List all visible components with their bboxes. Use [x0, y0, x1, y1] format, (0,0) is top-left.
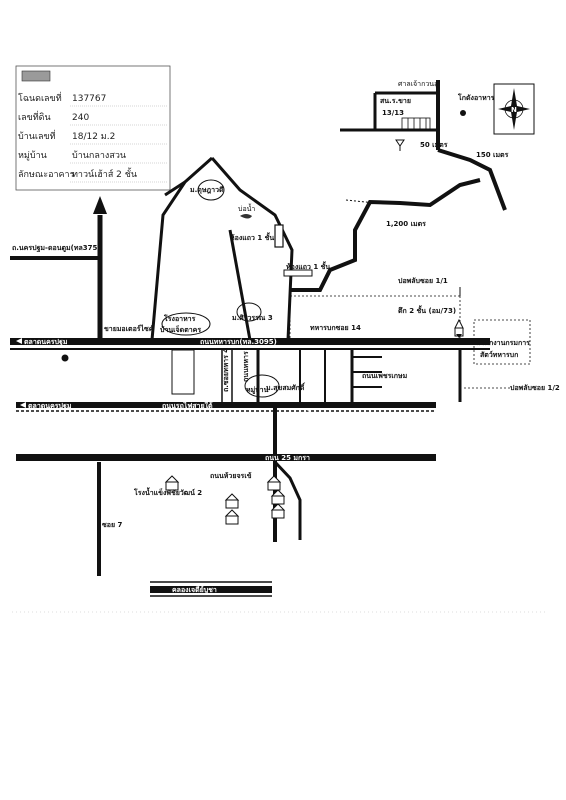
label-row1: ห้องแถว 1 ชั้น — [230, 231, 274, 242]
label-shop-no: 13/13 — [382, 109, 404, 117]
label-soi-1-2: ปอพลับซอย 1/2 — [510, 384, 560, 392]
row1-building — [274, 224, 284, 248]
pond-icon — [240, 214, 252, 219]
compass-n-label: N — [511, 106, 517, 114]
market2-arrow-icon — [20, 402, 26, 408]
north-arrow-icon — [93, 196, 107, 214]
moo-mid-circle — [236, 302, 262, 322]
label-canal: คลองเจดีย์บูชา — [172, 585, 217, 595]
label-market1: ตลาดนครปฐม — [24, 338, 68, 347]
compass-icon: N — [493, 83, 535, 135]
label-moo-top: ม.ดุษฎาวดี — [190, 186, 224, 194]
info-value-village: บ้านกลางสวน — [72, 150, 126, 161]
label-moo-mid: ม.ศิริวรรณ 3 — [232, 314, 273, 322]
village-bottom-circle — [244, 374, 280, 398]
info-label-land: เลขที่ดิน — [18, 110, 51, 123]
label-rail: ถนนรถไฟสายใต้ — [162, 401, 213, 410]
target-top-pin-icon — [460, 110, 466, 116]
label-soi-road-c: ถนนเพชรเกษม — [362, 372, 408, 380]
info-value-building: ทาวน์เฮ้าส์ 2 ชั้น — [72, 167, 137, 180]
label-soi7: ซอย 7 — [102, 521, 122, 529]
label-restaurant: โรงอาหาร — [163, 314, 196, 323]
label-soi-road-a: ถ.ซอยทหาร 4 — [222, 348, 230, 392]
label-road-nakhon: ถ.นครปฐม-ดอนตูม(ทล375) — [12, 244, 101, 253]
soi-1-1-lines — [289, 295, 461, 340]
road-25 — [16, 454, 436, 461]
label-market2: ตลาดนครปฐม — [28, 402, 72, 411]
label-vet-office1: สำนักงานกรมการ — [476, 339, 530, 347]
info-value-deed: 137767 — [72, 94, 106, 104]
label-road25: ถนน 25 มกรา — [265, 454, 310, 462]
label-row2: ห้องแถว 1 ชั้น — [286, 260, 330, 271]
row2-building — [283, 269, 313, 277]
label-target-top: โกดังอาหารสัตว์ — [457, 93, 507, 102]
info-label-building: ลักษณะอาคาร — [18, 170, 75, 180]
right-branch-road — [273, 460, 302, 540]
label-sale-shop: ขายมอเตอร์ไซค์ — [104, 324, 154, 333]
shop-building — [401, 117, 431, 131]
label-shop: สน.ร.ขาย — [380, 97, 411, 105]
railway — [16, 402, 436, 412]
label-soi-road-b: ถนนทหาร — [242, 351, 250, 382]
moo-top-circle — [197, 179, 225, 201]
legend-swatch — [21, 70, 51, 82]
info-label-house-no: บ้านเลขที่ — [18, 129, 56, 142]
factory-icon — [164, 475, 180, 491]
label-road-right: ถนนห้วยจรเข้ — [210, 471, 252, 480]
label-rail-cross: ทางรถไฟ — [288, 409, 316, 418]
property-info-box: โฉนดเลขที่ 137767 เลขที่ดิน 240 บ้านเลขท… — [15, 65, 171, 191]
label-shrine: ศาลเจ้ากวนอู — [398, 80, 438, 88]
label-dist-1200: 1,200 เมตร — [386, 220, 426, 228]
shop-sign-icon — [395, 139, 405, 151]
bldg2-icon — [454, 318, 464, 337]
label-factory: โรงน้ำแข็งพิชัยวัฒน์ 2 — [133, 486, 202, 497]
vet-office-pin-icon — [456, 334, 462, 338]
market1-arrow-icon — [16, 338, 22, 344]
info-value-land: 240 — [72, 113, 89, 123]
info-value-house-no: 18/12 ม.2 — [72, 132, 115, 142]
label-soi-1-1: ปอพลับซอย 1/1 — [398, 277, 448, 285]
nakhon-road — [10, 196, 107, 340]
market-left-icon — [61, 354, 69, 362]
main-road — [10, 338, 490, 350]
info-label-deed: โฉนดเลขที่ — [18, 91, 62, 104]
label-vet-office2: สัตว์ทหารบก — [480, 350, 518, 359]
label-village-bottom: ม.สุขสมศักดิ์ — [266, 382, 306, 392]
village-roads — [150, 156, 294, 341]
label-dist-150: 150 เมตร — [476, 151, 509, 159]
label-bldg2: ตึก 2 ชั้น (อม/73) — [398, 304, 456, 315]
canal — [150, 581, 272, 597]
info-label-village: หมู่บ้าน — [18, 150, 47, 161]
label-restaurant2: บ้านเจ็ดตาคร — [160, 325, 201, 334]
middle-block — [171, 349, 462, 402]
house-icons — [224, 475, 286, 525]
label-dist-50: 50 เมตร — [420, 141, 448, 149]
label-pond: บ่อน้ำ — [238, 202, 255, 213]
label-main-road: ถนนทหารบก(ทล.3095) — [200, 338, 277, 346]
label-moo-house: หมู่บ้าน — [246, 385, 269, 395]
label-soi14: ทหารบกซอย 14 — [310, 324, 361, 332]
restaurant-circle — [161, 312, 211, 336]
